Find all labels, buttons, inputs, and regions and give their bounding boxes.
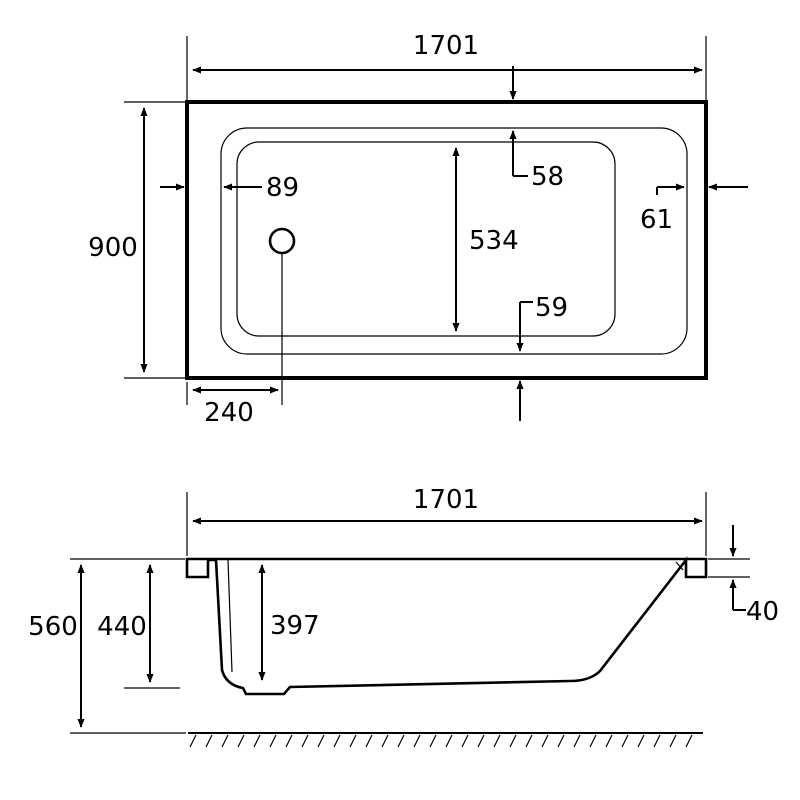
label-total-height: 560 <box>28 612 78 642</box>
waste-outlet <box>268 227 296 255</box>
label-rim-front: 59 <box>535 293 568 323</box>
label-tub-height: 440 <box>97 612 147 642</box>
bath-inner-rim <box>220 127 688 355</box>
label-rim-back: 58 <box>531 162 564 192</box>
label-waste-offset: 240 <box>204 398 254 428</box>
bath-bowl <box>236 141 616 337</box>
elevation-view: 1701 560 <box>28 485 779 748</box>
plan-view: 1701 900 89 58 534 59 61 240 <box>88 31 748 428</box>
label-inner-width: 534 <box>469 226 519 256</box>
label-overall-width: 900 <box>88 233 138 263</box>
bath-profile <box>185 556 708 696</box>
label-elevation-length: 1701 <box>413 485 479 515</box>
label-rim-thickness: 40 <box>746 597 779 627</box>
floor-hatching <box>189 734 693 748</box>
label-bath-depth: 397 <box>270 611 320 641</box>
label-rim-side: 61 <box>640 205 673 235</box>
label-rim-end: 89 <box>266 173 299 203</box>
bath-outer-rim <box>185 100 708 380</box>
label-overall-length: 1701 <box>413 31 479 61</box>
